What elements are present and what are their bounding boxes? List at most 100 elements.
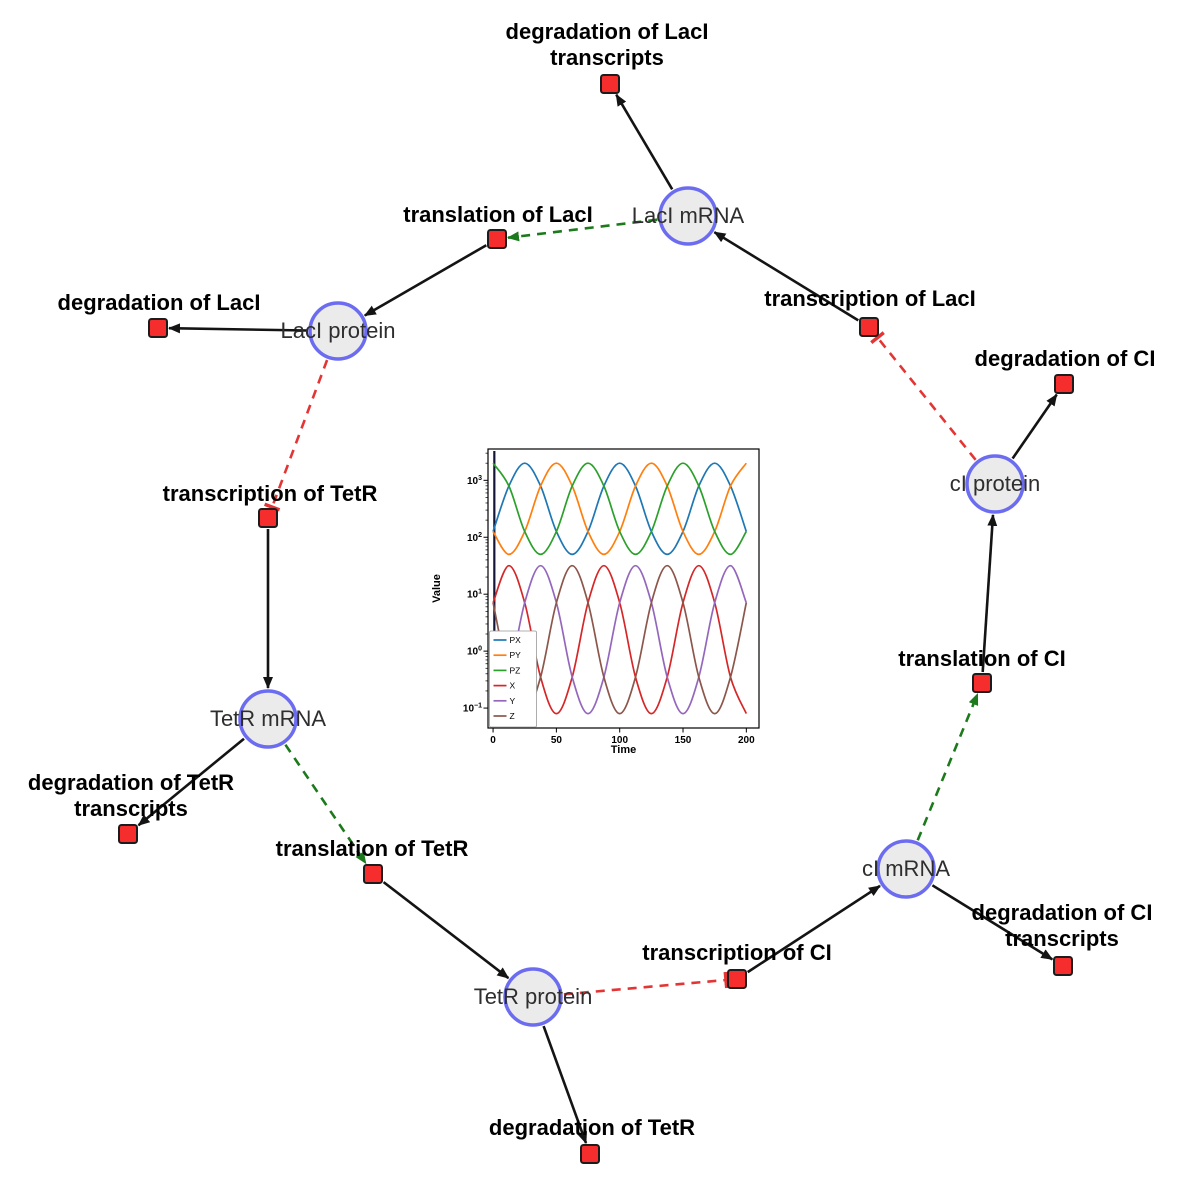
edge-laci-protein-to-degradation-of-laci — [168, 323, 308, 334]
reaction-nodes-layer — [118, 74, 1074, 1164]
reaction-node-translation-of-ci — [972, 673, 992, 693]
reaction-label-line: translation of LacI — [403, 202, 592, 227]
edge-transcription-of-laci-to-laci-mrna — [713, 231, 859, 322]
edge-laci-protein-to-transcription-of-tetr — [263, 359, 329, 512]
species-node-tetr-protein — [503, 967, 563, 1027]
edge-ci-mrna-to-degradation-of-ci-transcripts — [931, 884, 1054, 961]
legend-label-PX: PX — [510, 635, 522, 645]
reaction-node-degradation-of-ci-transcripts — [1053, 956, 1073, 976]
edge-tetr-protein-to-degradation-of-tetr — [542, 1025, 588, 1145]
reaction-node-degradation-of-ci — [1054, 374, 1074, 394]
reaction-node-degradation-of-laci-transcripts — [600, 74, 620, 94]
y-tick-exponent: 1 — [478, 589, 482, 596]
y-tick-label-2: 101 — [467, 589, 482, 601]
y-tick-base: 10 — [467, 476, 479, 487]
reaction-label-line: transcription of LacI — [764, 286, 975, 311]
species-nodes-layer — [238, 186, 1025, 1027]
y-tick-label-0: 10−1 — [463, 703, 482, 715]
reaction-node-translation-of-laci — [487, 229, 507, 249]
species-node-laci-protein — [308, 301, 368, 361]
species-label-ci-mrna: cI mRNA — [862, 856, 950, 881]
y-tick-base: 10 — [463, 704, 475, 715]
reaction-label-degradation-of-laci: degradation of LacI — [58, 290, 261, 315]
legend-label-PZ: PZ — [510, 665, 521, 675]
species-label-laci-mrna: LacI mRNA — [632, 203, 745, 228]
species-label-tetr-protein: TetR protein — [474, 984, 593, 1009]
reaction-label-line: degradation of LacI — [506, 19, 709, 44]
y-tick-label-4: 103 — [467, 475, 482, 487]
x-axis-label: Time — [611, 744, 636, 756]
chart-series-Y — [492, 564, 748, 715]
reaction-node-degradation-of-tetr — [580, 1144, 600, 1164]
reaction-node-transcription-of-laci — [859, 317, 879, 337]
edge-tetr-mrna-to-translation-of-tetr — [284, 743, 367, 865]
reaction-label-degradation-of-ci: degradation of CI — [975, 346, 1156, 371]
reaction-node-degradation-of-laci — [148, 318, 168, 338]
edge-translation-of-ci-to-ci-protein — [981, 513, 998, 673]
reaction-label-translation-of-ci: translation of CI — [898, 646, 1065, 671]
reaction-label-line: degradation of TetR — [28, 770, 234, 795]
reaction-label-degradation-of-tetr: degradation of TetR — [489, 1115, 695, 1140]
reaction-node-translation-of-tetr — [363, 864, 383, 884]
reaction-label-transcription-of-laci: transcription of LacI — [764, 286, 975, 311]
species-node-ci-protein — [965, 454, 1025, 514]
edge-transcription-of-ci-to-ci-mrna — [746, 884, 881, 974]
reaction-label-line: translation of TetR — [276, 836, 469, 861]
x-tick-label-3: 150 — [675, 735, 692, 746]
y-tick-exponent: −1 — [474, 703, 482, 710]
reaction-node-transcription-of-ci — [727, 969, 747, 989]
species-label-laci-protein: LacI protein — [281, 318, 396, 343]
species-node-tetr-mrna — [238, 689, 298, 749]
reaction-label-line: transcription of CI — [642, 940, 831, 965]
x-tick-label-4: 200 — [738, 735, 755, 746]
legend-label-Z: Z — [510, 711, 515, 721]
edge-laci-mrna-to-degradation-of-laci-transcripts — [615, 93, 674, 190]
edge-translation-of-laci-to-laci-protein — [363, 244, 487, 317]
y-tick-label-3: 102 — [467, 532, 482, 544]
y-tick-exponent: 3 — [478, 475, 482, 482]
species-node-ci-mrna — [876, 839, 936, 899]
x-tick-label-2: 100 — [611, 735, 628, 746]
edge-ci-protein-to-degradation-of-ci — [1011, 393, 1058, 460]
species-node-laci-mrna — [658, 186, 718, 246]
legend-label-X: X — [510, 681, 516, 691]
reaction-label-line: transcripts — [74, 796, 188, 821]
edge-tetr-mrna-to-degradation-of-tetr-transcripts — [137, 737, 245, 827]
reaction-label-translation-of-laci: translation of LacI — [403, 202, 592, 227]
y-tick-base: 10 — [467, 647, 479, 658]
y-tick-exponent: 0 — [478, 646, 482, 653]
y-tick-base: 10 — [467, 590, 479, 601]
edge-tetr-protein-to-transcription-of-ci — [563, 971, 729, 996]
x-tick-label-0: 0 — [490, 735, 496, 746]
reaction-label-translation-of-tetr: translation of TetR — [276, 836, 469, 861]
reaction-node-degradation-of-tetr-transcripts — [118, 824, 138, 844]
reaction-label-transcription-of-tetr: transcription of TetR — [163, 481, 378, 506]
chart-series-PX — [492, 462, 748, 556]
y-tick-label-1: 100 — [467, 646, 482, 658]
reaction-label-line: degradation of LacI — [58, 290, 261, 315]
reaction-label-line: transcripts — [1005, 926, 1119, 951]
reaction-label-line: degradation of TetR — [489, 1115, 695, 1140]
y-axis-label: Value — [431, 574, 443, 603]
reaction-label-line: transcription of TetR — [163, 481, 378, 506]
chart-frame — [487, 448, 760, 729]
reaction-label-line: transcripts — [550, 45, 664, 70]
reaction-label-line: degradation of CI — [972, 900, 1153, 925]
reaction-label-transcription-of-ci: transcription of CI — [642, 940, 831, 965]
species-label-tetr-mrna: TetR mRNA — [210, 706, 326, 731]
species-label-ci-protein: cI protein — [950, 471, 1041, 496]
reaction-label-line: translation of CI — [898, 646, 1065, 671]
reaction-label-line: degradation of CI — [975, 346, 1156, 371]
